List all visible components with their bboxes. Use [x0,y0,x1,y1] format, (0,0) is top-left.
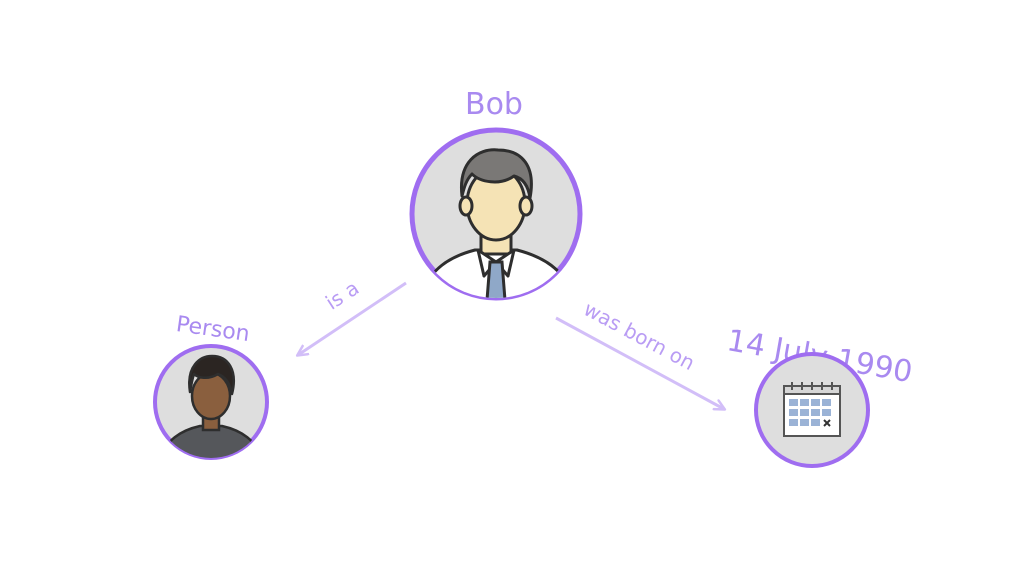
edge-is-a-label: is a [321,276,363,315]
man-with-tie-avatar-icon [418,148,576,298]
node-person-label: Person [175,312,252,347]
node-person: Person [153,312,269,460]
edge-born-on-arrow [555,316,724,409]
edge-is-a-arrow [298,281,407,355]
calendar-icon [783,382,841,437]
node-bob: Bob [409,87,583,301]
edge-is-a: is a [298,276,407,355]
edge-born-on: was born on [555,297,724,409]
node-bob-label: Bob [465,87,523,122]
node-date: 14 July 1990 [724,323,915,468]
